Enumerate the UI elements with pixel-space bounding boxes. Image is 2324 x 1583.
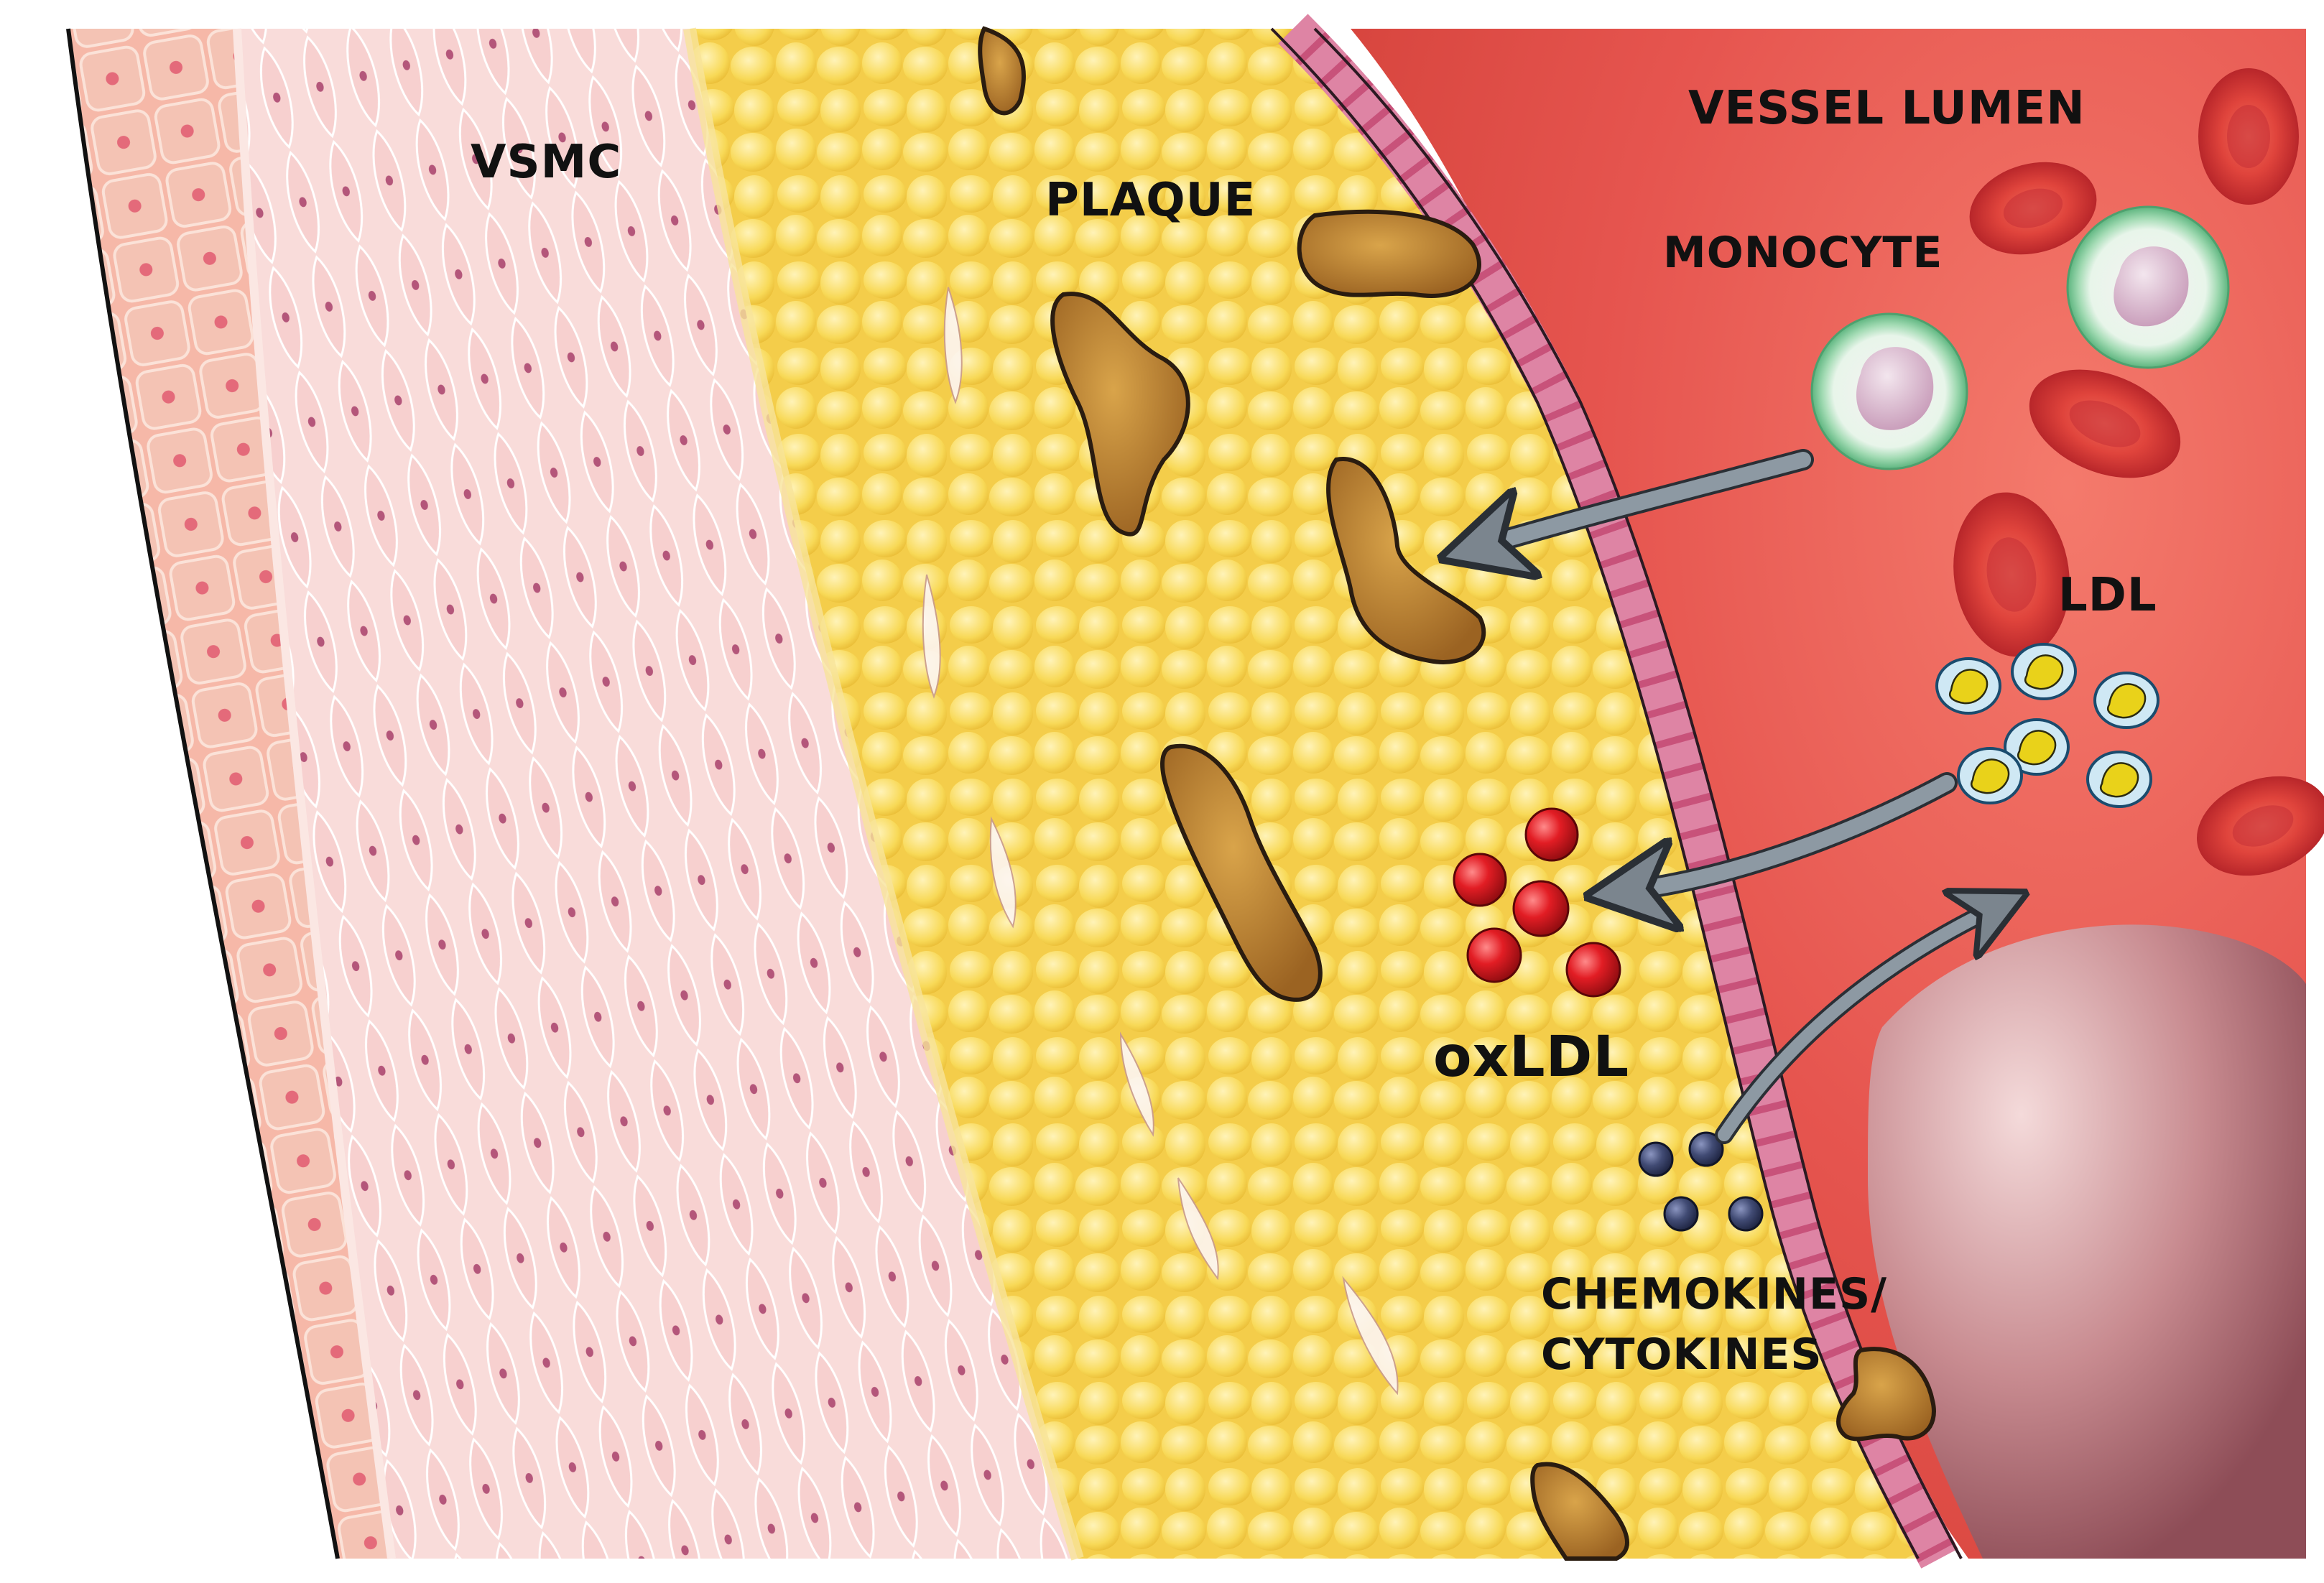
oxldl-particle-icon [1567,943,1620,996]
label-oxldl: oxLDL [1433,1025,1629,1090]
ldl-particle-icon [2095,673,2158,728]
ldl-particle-icon [2088,752,2151,807]
chemokine-dot-icon [1665,1197,1698,1230]
oxldl-particle-icon [1468,929,1521,982]
label-ldl: LDL [2058,569,2157,622]
monocyte-icon [2068,207,2228,368]
monocyte-icon [1812,314,1967,469]
oxldl-particle-icon [1526,809,1578,860]
label-vsmc: VSMC [471,136,621,189]
label-chemokines-line2: CYTOKINES [1541,1329,1823,1380]
ldl-particle-icon [1958,748,2022,803]
oxldl-particle-icon [1454,854,1506,906]
chemokine-dot-icon [1639,1143,1672,1176]
oxldl-particle-icon [1514,881,1568,936]
label-plaque: PLAQUE [1045,174,1256,227]
label-monocyte: MONOCYTE [1663,228,1943,278]
label-vessel-lumen: VESSEL LUMEN [1688,82,2085,135]
red-blood-cell [2198,68,2299,205]
label-chemokines-line1: CHEMOKINES/ [1541,1269,1887,1319]
ldl-particle-icon [2012,644,2075,699]
chemokine-dot-icon [1729,1197,1762,1230]
ldl-particle-icon [1937,659,2000,713]
